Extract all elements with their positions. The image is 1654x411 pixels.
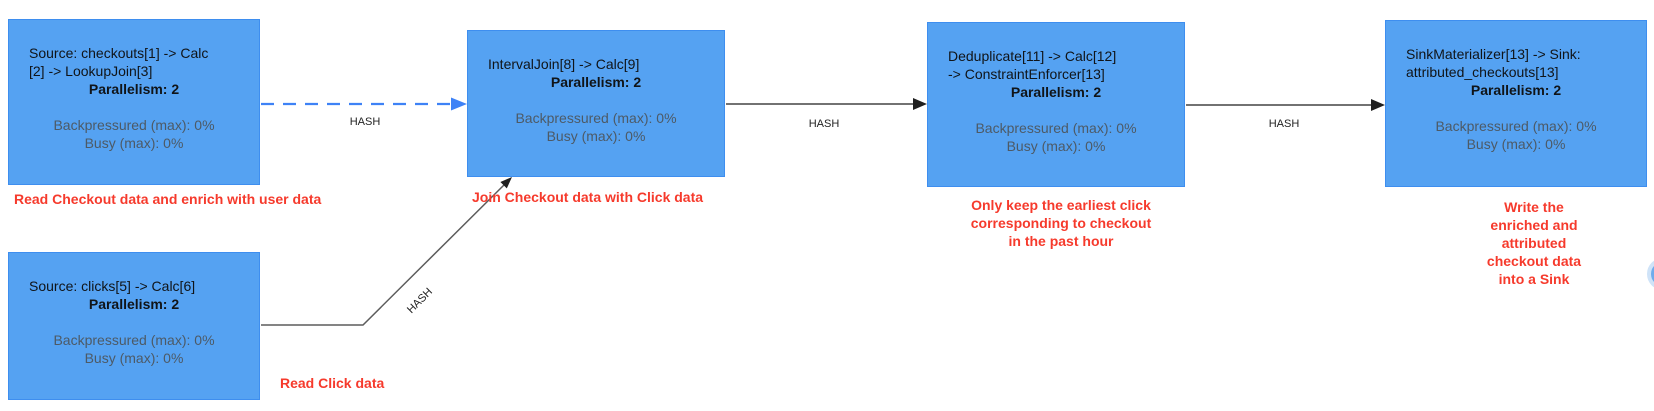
edge-label-hash: HASH	[808, 118, 840, 130]
node-title: IntervalJoin[8] -> Calc[9]	[488, 55, 704, 73]
node-title: Deduplicate[11] -> Calc[12] -> Constrain…	[948, 47, 1164, 83]
arrowhead-checkouts-to-intervaljoin	[451, 97, 467, 111]
edge-label-hash: HASH	[349, 116, 381, 128]
node-title-line: Deduplicate[11] -> Calc[12]	[948, 48, 1117, 64]
backpressure-metric: Backpressured (max): 0%	[975, 120, 1137, 136]
annotation-dedup-explain: Only keep the earliest click correspondi…	[970, 197, 1152, 249]
node-source-clicks-calc[interactable]: Source: clicks[5] -> Calc[6] Parallelism…	[8, 252, 260, 400]
node-title-line: Source: checkouts[1] -> Calc	[29, 45, 209, 61]
node-sinkmaterializer-sink[interactable]: SinkMaterializer[13] -> Sink: attributed…	[1385, 20, 1647, 187]
node-title-line: -> ConstraintEnforcer[13]	[948, 66, 1105, 82]
node-title-line: IntervalJoin[8] -> Calc[9]	[488, 56, 640, 72]
node-metrics: Backpressured (max): 0% Busy (max): 0%	[29, 117, 239, 152]
node-intervaljoin-calc[interactable]: IntervalJoin[8] -> Calc[9] Parallelism: …	[467, 30, 725, 177]
parallelism-label: Parallelism: 2	[550, 74, 642, 90]
node-title-line: attributed_checkouts[13]	[1406, 64, 1559, 80]
parallelism-label: Parallelism: 2	[1470, 82, 1562, 98]
node-metrics: Backpressured (max): 0% Busy (max): 0%	[948, 120, 1164, 155]
parallelism-label: Parallelism: 2	[88, 296, 180, 312]
node-source-checkouts-lookupjoin[interactable]: Source: checkouts[1] -> Calc [2] -> Look…	[8, 19, 260, 185]
arrowhead-intervaljoin-to-deduplicate	[913, 98, 927, 110]
node-title: SinkMaterializer[13] -> Sink: attributed…	[1406, 45, 1626, 81]
backpressure-metric: Backpressured (max): 0%	[53, 117, 215, 133]
parallelism-label: Parallelism: 2	[1010, 84, 1102, 100]
busy-metric: Busy (max): 0%	[84, 349, 184, 366]
annotation-write-sink: Write the enriched and attributed checko…	[1486, 199, 1582, 287]
node-title-line: Source: clicks[5] -> Calc[6]	[29, 278, 196, 294]
node-title-line: SinkMaterializer[13] -> Sink:	[1406, 46, 1581, 62]
busy-metric: Busy (max): 0%	[546, 127, 646, 144]
edge-label-hash: HASH	[1268, 118, 1300, 130]
node-deduplicate-constraintenforcer[interactable]: Deduplicate[11] -> Calc[12] -> Constrain…	[927, 22, 1185, 187]
annotation-read-checkout: Read Checkout data and enrich with user …	[14, 191, 322, 207]
node-metrics: Backpressured (max): 0% Busy (max): 0%	[29, 332, 239, 367]
parallelism-label: Parallelism: 2	[88, 81, 180, 97]
backpressure-metric: Backpressured (max): 0%	[1435, 118, 1597, 134]
node-title: Source: clicks[5] -> Calc[6]	[29, 277, 239, 295]
annotation-read-click: Read Click data	[280, 375, 385, 391]
arrowhead-clicks-to-intervaljoin	[500, 177, 512, 189]
node-metrics: Backpressured (max): 0% Busy (max): 0%	[1406, 118, 1626, 153]
node-title: Source: checkouts[1] -> Calc [2] -> Look…	[29, 44, 239, 80]
annotation-join-data: Join Checkout data with Click data	[472, 189, 704, 205]
node-metrics: Backpressured (max): 0% Busy (max): 0%	[488, 110, 704, 145]
backpressure-metric: Backpressured (max): 0%	[515, 110, 677, 126]
node-title-line: [2] -> LookupJoin[3]	[29, 63, 153, 79]
busy-metric: Busy (max): 0%	[1006, 137, 1106, 154]
backpressure-metric: Backpressured (max): 0%	[53, 332, 215, 348]
busy-metric: Busy (max): 0%	[1466, 135, 1566, 152]
arrowhead-deduplicate-to-sink	[1371, 99, 1385, 111]
edge-clicks-to-intervaljoin	[261, 182, 507, 326]
busy-metric: Busy (max): 0%	[84, 134, 184, 151]
